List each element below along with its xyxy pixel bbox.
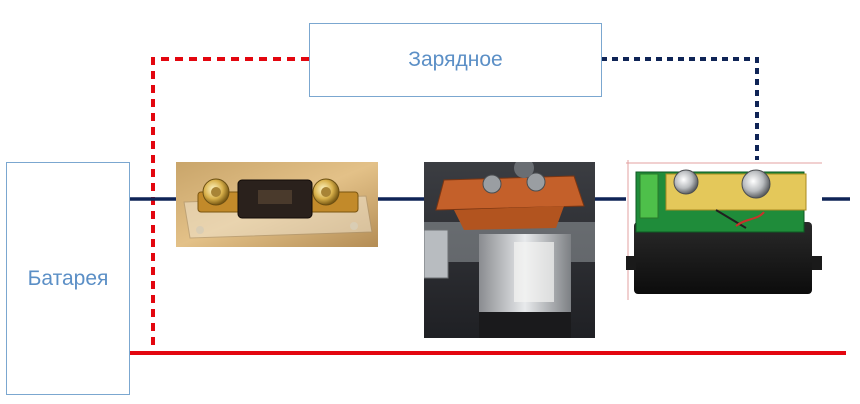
contactor-photo bbox=[424, 162, 595, 338]
battery-box: Батарея bbox=[6, 162, 130, 395]
positive-charging-wire bbox=[151, 57, 309, 353]
charger-box: Зарядное bbox=[309, 23, 602, 97]
current-shunt-photo bbox=[626, 160, 822, 300]
fuse-holder-photo bbox=[176, 162, 378, 247]
battery-label: Батарея bbox=[27, 266, 109, 290]
negative-charging-wire bbox=[601, 57, 759, 178]
charger-label: Зарядное bbox=[408, 48, 503, 71]
